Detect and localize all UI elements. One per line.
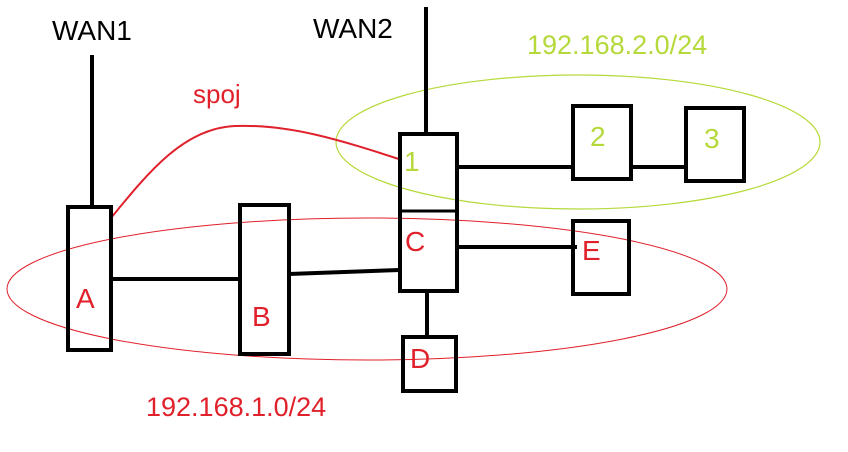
node-3-box bbox=[684, 106, 746, 183]
wan1-label: WAN1 bbox=[52, 15, 132, 46]
node-2-box bbox=[571, 104, 633, 181]
node-c-label: C bbox=[405, 226, 425, 257]
wan2-label: WAN2 bbox=[313, 13, 393, 44]
node-b-box bbox=[238, 203, 291, 356]
node-a-box bbox=[66, 205, 113, 352]
node-a-label: A bbox=[76, 283, 95, 314]
node-b-label: B bbox=[252, 301, 271, 332]
node-d-label: D bbox=[410, 343, 430, 374]
subnet-192-168-2-ellipse bbox=[335, 74, 821, 210]
node-d-box bbox=[401, 335, 458, 393]
subnet-1-label: 192.168.1.0/24 bbox=[146, 392, 326, 422]
node-3-label: 3 bbox=[704, 123, 720, 154]
node-e-label: E bbox=[582, 235, 601, 266]
node-2-label: 2 bbox=[590, 121, 606, 152]
spoj-link-curve bbox=[110, 124, 403, 219]
subnet-192-168-1-ellipse bbox=[6, 217, 728, 361]
node-1-label: 1 bbox=[404, 146, 420, 177]
node-e-box bbox=[571, 219, 631, 296]
spoj-label: spoj bbox=[193, 79, 241, 109]
subnet-2-label: 192.168.2.0/24 bbox=[527, 30, 707, 60]
link-b-c bbox=[288, 268, 401, 276]
